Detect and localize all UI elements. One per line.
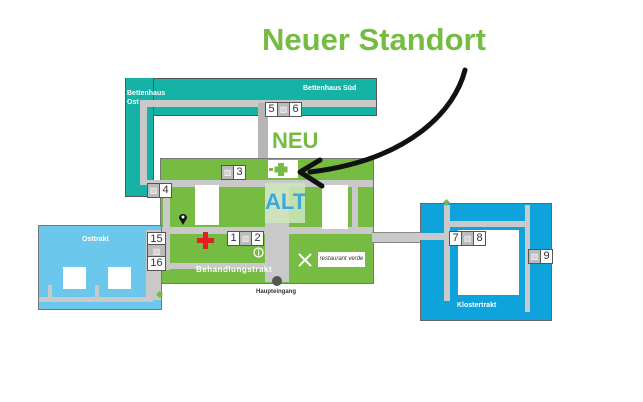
corridor xyxy=(147,180,373,187)
corridor xyxy=(444,205,450,301)
main-entrance-dot xyxy=(272,276,282,286)
corridor xyxy=(48,285,52,299)
new-location-pharmacy xyxy=(268,160,298,178)
info-icon[interactable] xyxy=(253,247,264,258)
lift-15-16: ▥ xyxy=(147,244,166,259)
corridor xyxy=(140,100,147,185)
title: Neuer Standort xyxy=(262,22,486,57)
courtyard xyxy=(63,267,86,289)
corridor xyxy=(420,233,448,240)
old-marker: ALT xyxy=(265,189,307,214)
corridor xyxy=(444,221,530,227)
corridor xyxy=(165,263,265,269)
label-klostertrakt: Klostertrakt xyxy=(457,302,497,309)
bettenhaus-corner xyxy=(126,79,152,113)
corridor xyxy=(39,297,153,302)
stairs-4: ▥4 xyxy=(147,183,172,198)
corridor xyxy=(352,186,358,231)
label-osttrakt: Osttrakt xyxy=(82,236,109,243)
stairs-15: 15 xyxy=(147,232,166,247)
red-cross-icon xyxy=(197,232,214,249)
courtyard xyxy=(322,185,348,229)
label-behandlungstrakt: Behandlungstrakt xyxy=(196,265,273,274)
corridor xyxy=(258,103,268,160)
label-bettenhaus-sued: Bettenhaus Süd xyxy=(303,85,357,92)
stairs-3: ▥3 xyxy=(221,165,246,180)
corridor xyxy=(163,180,170,270)
new-marker: NEU xyxy=(272,128,319,153)
stairs-5-6: 5▥6 xyxy=(265,102,302,117)
bettenhaus-sued xyxy=(125,78,377,116)
green-cross-icon xyxy=(269,163,288,176)
stairs-1-2: 1▥2 xyxy=(227,231,264,246)
osttrakt xyxy=(38,225,162,310)
courtyard xyxy=(108,267,131,289)
restaurant-icon xyxy=(298,253,312,267)
stairs-7-8: 7▥8 xyxy=(449,231,486,246)
corridor xyxy=(525,205,530,312)
restaurant-logo: restaurant verde xyxy=(318,252,365,267)
stairs-9: ▥9 xyxy=(528,249,553,264)
label-bettenhaus-ost: Bettenhaus Ost xyxy=(127,90,166,106)
old-location-area xyxy=(265,183,305,223)
stairs-16: 16 xyxy=(147,256,166,271)
bridge-corridor xyxy=(372,232,422,243)
location-pin-icon xyxy=(179,214,187,225)
label-haupteingang: Haupteingang xyxy=(256,289,296,295)
courtyard xyxy=(195,185,219,225)
corridor xyxy=(95,285,99,299)
